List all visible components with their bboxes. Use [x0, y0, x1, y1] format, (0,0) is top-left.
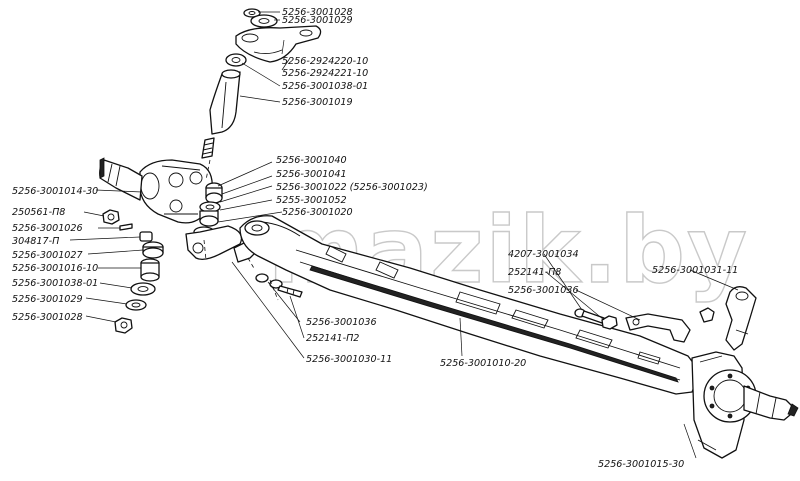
clamp-3001036: [625, 307, 715, 343]
label-kingpin-washer: 5256-3001038-01: [282, 81, 368, 92]
label-252141-p2: 252141-П2: [306, 333, 359, 344]
label-3001026: 5256-3001026: [12, 223, 83, 234]
label-3001027: 5256-3001027: [12, 250, 84, 261]
label-252141-p8: 252141-П8: [508, 267, 561, 278]
washer-3001038-01: [130, 282, 156, 296]
label-3001038-01-b: 5256-3001038-01: [12, 278, 98, 289]
leader-lines: [69, 11, 739, 459]
part-labels: 5256-3001028 5256-3001029 5256-2924220-1…: [12, 7, 738, 470]
top-washer-small: [243, 8, 261, 18]
label-3001016: 5256-3001016-10: [12, 263, 98, 274]
right-spindle: [743, 385, 799, 421]
label-beam: 5256-3001010-20: [440, 358, 526, 369]
label-304817: 304817-П: [12, 236, 59, 247]
label-3001041: 5256-3001041: [276, 169, 347, 180]
pin-3001026: [119, 223, 133, 231]
label-lever-1: 5256-2924220-10: [282, 56, 368, 67]
label-3001036-left: 5256-3001036: [306, 317, 377, 328]
part-3001027: [142, 241, 164, 259]
bushing-304817: [139, 231, 153, 242]
nut-252141-p8: [601, 315, 618, 330]
label-4207: 4207-3001034: [508, 249, 579, 260]
label-lever-2: 5256-2924221-10: [282, 68, 368, 79]
label-top-washer-2: 5256-3001029: [282, 15, 353, 26]
label-3001036-right: 5256-3001036: [508, 285, 579, 296]
washer-3001029: [125, 299, 147, 311]
bolt-4207-3001034: [574, 308, 605, 324]
label-3001020: 5256-3001020: [282, 207, 353, 218]
label-3001031: 5256-3001031-11: [652, 265, 738, 276]
label-250561: 250561-П8: [12, 207, 65, 218]
label-knuckle-right: 5256-3001015-30: [598, 459, 684, 470]
label-3001022: 5256-3001022 (5256-3001023): [276, 182, 428, 193]
label-3001030: 5256-3001030-11: [306, 354, 392, 365]
front-axle-beam: [239, 215, 701, 395]
steering-lever: [235, 25, 322, 63]
label-top-washer-1: 5256-3001028: [282, 7, 353, 18]
kingpin-washer: [225, 53, 247, 67]
left-spindle: [99, 157, 143, 201]
washer-3001036-left: [255, 273, 269, 283]
lever-3001031-11: [725, 286, 757, 351]
label-3001028-b: 5256-3001028: [12, 312, 83, 323]
label-3001029-b: 5256-3001029: [12, 294, 83, 305]
label-kingpin: 5256-3001019: [282, 97, 353, 108]
bushing-3001016: [140, 258, 160, 282]
label-3001052: 5255-3001052: [276, 195, 347, 206]
nut-250561: [102, 209, 120, 225]
bolt-252141-p2: [269, 279, 303, 298]
kingpin: [201, 69, 241, 159]
nut-3001028: [114, 317, 133, 334]
top-washer-large: [250, 14, 278, 28]
label-knuckle-left: 5256-3001014-30: [12, 186, 98, 197]
label-3001040: 5256-3001040: [276, 155, 347, 166]
lower-bracket: [185, 225, 263, 263]
